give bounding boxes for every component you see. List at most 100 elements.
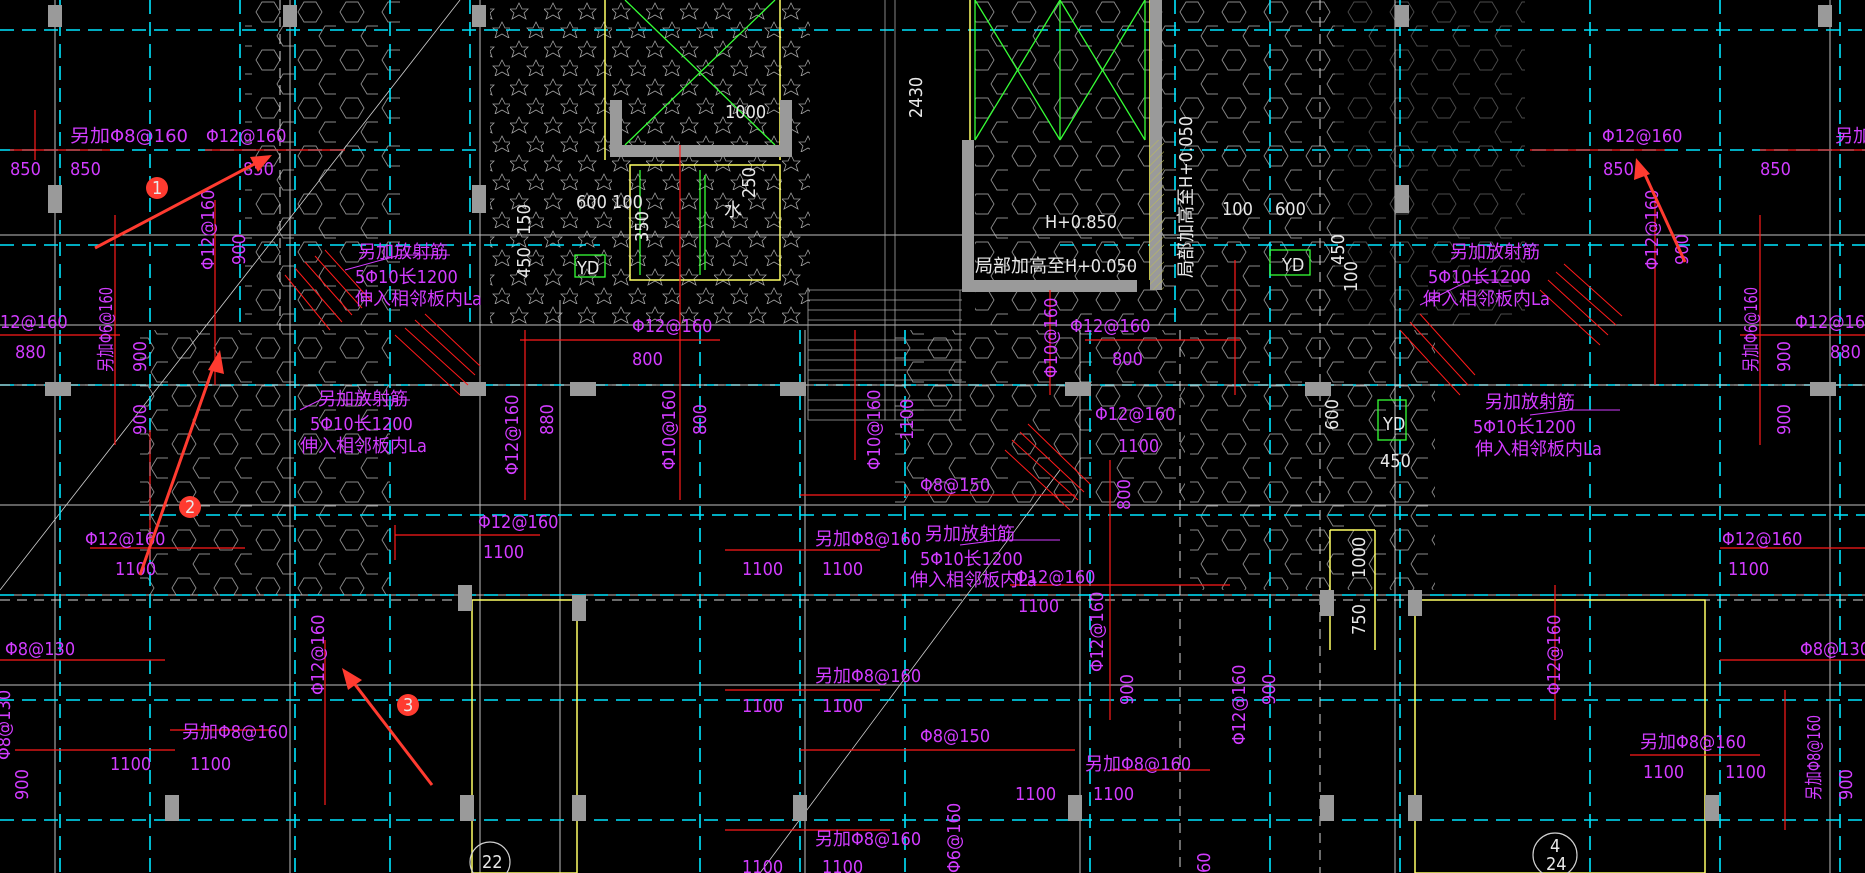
label: 1100 [1093,784,1134,805]
label: 5Φ10长1200 [1428,267,1531,288]
label: 1100 [742,696,783,717]
label: Φ8@150 [920,475,990,496]
label: 伸入相邻板内La [1475,439,1602,460]
label: 600 [1275,199,1306,220]
label: 5Φ10长1200 [920,549,1023,570]
label: Φ12@160 [1070,316,1150,337]
label: 800 [1112,349,1143,370]
label: 60 [1194,852,1215,873]
marker-1 [146,177,168,199]
label: 150 [514,204,535,235]
marker-label: 1 [152,178,162,199]
label: Φ6@160 [944,803,965,873]
label: 1100 [1015,784,1056,805]
diagonal-lines [0,0,1061,873]
label: 12@160 [0,312,68,333]
label: 880 [15,342,46,363]
label: Φ12@160 [1602,126,1682,147]
label: 800 [1114,479,1135,510]
shaft-elements [574,0,1407,441]
label: Φ12@160 [502,395,523,475]
label: 850 [10,159,41,180]
label: 另加放射筋 [925,524,1015,545]
label: 另加放射筋 [358,242,448,263]
label: 另加Φ6@160 [96,287,117,372]
label: 900 [1774,341,1795,372]
label: Φ12@160 [632,316,712,337]
label: 局部加高至H+0.050 [1176,116,1197,278]
label: Φ10@160 [864,390,885,470]
label: 1100 [822,559,863,580]
label: 1100 [1643,762,1684,783]
label: 伸入相邻板内La [910,570,1037,591]
label: 1100 [110,754,151,775]
label: 800 [632,349,663,370]
label: 900 [130,341,151,372]
label: Φ8@130 [5,639,75,660]
label: Φ12@160 [1722,529,1802,550]
label: 1100 [822,857,863,873]
label: 1100 [115,559,156,580]
label: 另加Φ8@160 [815,666,921,687]
label: 2430 [906,77,927,118]
label: H+0.850 [1045,212,1117,233]
label: Φ10@160 [1041,298,1062,378]
marker-3 [397,694,419,716]
label: 900 [1836,769,1857,800]
label: 450 [1328,234,1349,265]
label: 900 [130,404,151,435]
stairs [807,0,962,421]
label: 另加Φ8@160 [815,529,921,550]
label: Φ12@160 [1087,592,1108,672]
label: YD [576,258,599,279]
label: 1100 [483,542,524,563]
label: 450 [1380,451,1411,472]
arrow-1: 1 [94,155,272,250]
label: 900 [1117,674,1138,705]
label: 1100 [742,559,783,580]
label: 另加Φ8@160 [1804,715,1825,800]
label: 5Φ10长1200 [355,267,458,288]
label: 伸入相邻板内La [355,289,482,310]
concrete-walls [610,0,1164,292]
label: Φ8@130 [1800,639,1865,660]
arrow-3: 3 [342,668,434,786]
label: 900 [12,769,33,800]
label: 5Φ10长1200 [310,414,413,435]
label: Φ12@160 [206,126,286,147]
label: 900 [229,234,250,265]
label: 100 [1341,261,1362,292]
label: 伸入相邻板内La [300,436,427,457]
label: 另加Φ [1835,126,1865,147]
label: 900 [1774,404,1795,435]
axis-label: 4 [1550,836,1560,857]
label: 1100 [897,399,918,440]
label: Φ12@160 [85,529,165,550]
label: Φ12@160 [1229,665,1250,745]
marker-label: 3 [403,695,413,716]
marker-2 [179,496,201,518]
label: Φ12@160 [1642,190,1663,270]
radial-rebar [284,249,1623,511]
axis-bubble-22 [469,841,511,873]
leader-lines [299,254,1620,546]
label: 900 [1259,674,1280,705]
label: 350 [632,211,653,242]
axis-label: 24 [1546,854,1567,873]
label: 250 [739,167,760,198]
label: 另加放射筋 [318,389,408,410]
label: 另加放射筋 [1485,392,1575,413]
label: Φ12@160 [478,512,558,533]
label: YD [1382,414,1405,435]
label: 850 [70,159,101,180]
label: 1100 [190,754,231,775]
label: 850 [1603,159,1634,180]
label: 1100 [1725,762,1766,783]
label: Φ8@130 [0,690,15,760]
axis-bubble-4 [1532,832,1578,873]
slab-fill-zones [140,0,1525,595]
label: 880 [537,404,558,435]
label: Φ12@160 [1795,312,1865,333]
